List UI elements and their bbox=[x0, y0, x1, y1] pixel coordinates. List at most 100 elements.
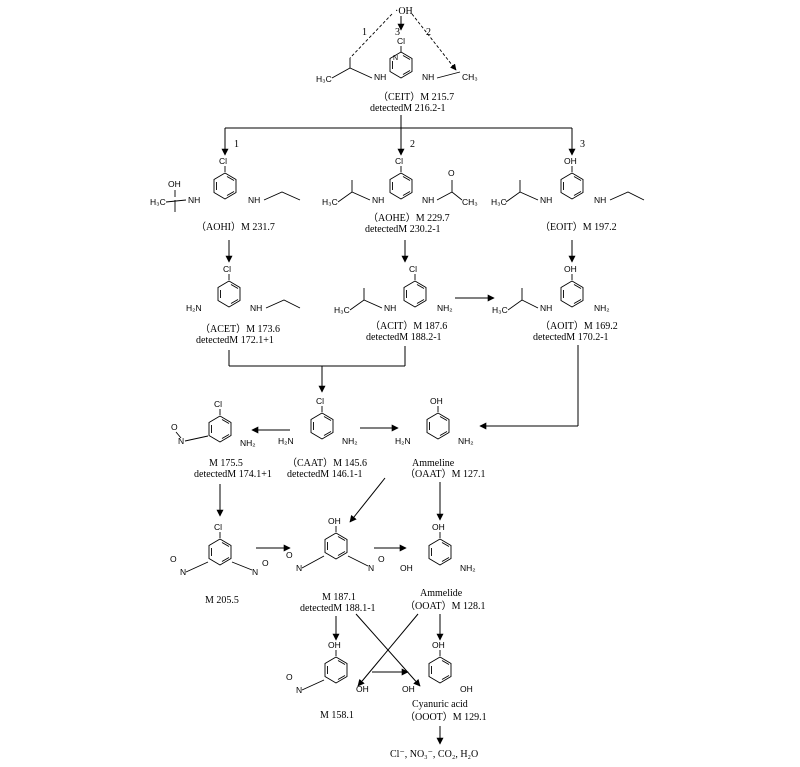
aohe-cl: Cl bbox=[395, 156, 403, 166]
dinitrocl-n2: N bbox=[252, 567, 258, 577]
aoit-molecule: OH H₃C NH NH₂ （AOIT）M 169.2 detectedM 17… bbox=[492, 264, 618, 343]
cyanuric-oh-right: OH bbox=[460, 684, 473, 694]
nitrooh-o: O bbox=[286, 672, 293, 682]
dinitrocl-n1: N bbox=[180, 567, 186, 577]
ammeline-nh2: NH₂ bbox=[458, 436, 474, 446]
nitrocl-n: N bbox=[178, 436, 184, 446]
aohe-name: （AOHE）M 229.7 bbox=[368, 212, 450, 224]
path-1-label: 1 bbox=[362, 27, 367, 38]
ceit-nh-left: NH bbox=[374, 72, 386, 82]
final-products: Cl⁻, NO₃⁻, CO₂, H₂O bbox=[390, 749, 478, 760]
nitrooh-oh-right: OH bbox=[356, 684, 369, 694]
dinitrooh-o2: O bbox=[378, 554, 385, 564]
aoit-name: （AOIT）M 169.2 bbox=[540, 320, 618, 332]
dinitrooh-n1: N bbox=[296, 563, 302, 573]
aohe-o: O bbox=[448, 168, 455, 178]
ammeline-mass: （OAAT）M 127.1 bbox=[405, 468, 486, 480]
ammelide-name: Ammelide bbox=[420, 588, 463, 599]
eoit-molecule: OH H₃C NH NH （EOIT）M 197.2 bbox=[491, 156, 645, 233]
attack-path-2 bbox=[411, 13, 457, 71]
nitrooh-n: N bbox=[296, 685, 302, 695]
nitrocl-detected: detectedM 174.1+1 bbox=[194, 469, 272, 480]
aoit-h3c: H₃C bbox=[492, 305, 508, 315]
aohi-h3c: H₃C bbox=[150, 197, 166, 207]
nitrocl-cl: Cl bbox=[214, 399, 222, 409]
ceit-nh-right: NH bbox=[422, 72, 434, 82]
dinitrocl-o1: O bbox=[170, 554, 177, 564]
acit-nh2: NH₂ bbox=[437, 303, 453, 313]
caat-molecule: Cl H₂N NH₂ （CAAT）M 145.6 detectedM 146.1… bbox=[278, 396, 367, 480]
aoit-nh2: NH₂ bbox=[594, 303, 610, 313]
acet-nh: NH bbox=[250, 303, 262, 313]
aoit-nh: NH bbox=[540, 303, 552, 313]
ammelide-molecule: OH OH NH₂ Ammelide （OOAT）M 128.1 bbox=[400, 522, 486, 612]
eoit-nh-left: NH bbox=[540, 195, 552, 205]
nitrooh-name: M 158.1 bbox=[320, 710, 354, 721]
cyanuric-oh-top: OH bbox=[432, 640, 445, 650]
caat-h2n: H₂N bbox=[278, 436, 294, 446]
aohe-molecule: Cl H₃C NH NH O CH₃ （AOHE）M 229.7 detecte… bbox=[322, 156, 478, 235]
eoit-h3c: H₃C bbox=[491, 197, 507, 207]
eoit-nh-right: NH bbox=[594, 195, 606, 205]
ammelide-oh-left: OH bbox=[400, 563, 413, 573]
dinitrocl-name: M 205.5 bbox=[205, 595, 239, 606]
ceit-ch3: CH₃ bbox=[462, 72, 478, 82]
nitro-hydroxy-molecule: OH O N OH M 158.1 bbox=[286, 640, 369, 721]
dinitrooh-name: M 187.1 bbox=[322, 592, 356, 603]
dinitro-hydroxy-molecule: OH O N N O M 187.1 detectedM 188.1-1 bbox=[286, 516, 385, 614]
dinitrooh-o1: O bbox=[286, 550, 293, 560]
ammelide-nh2: NH₂ bbox=[460, 563, 476, 573]
acet-name: （ACET）M 173.6 bbox=[200, 323, 280, 335]
caat-detected: detectedM 146.1-1 bbox=[287, 469, 363, 480]
dinitrooh-n2: N bbox=[368, 563, 374, 573]
dinitrocl-cl: Cl bbox=[214, 522, 222, 532]
eoit-name: （EOIT）M 197.2 bbox=[540, 221, 617, 233]
nitrocl-o: O bbox=[171, 422, 178, 432]
path-2-label: 2 bbox=[426, 27, 431, 38]
cyanuric-acid-molecule: OH OH OH Cyanuric acid （OOOT）M 129.1 bbox=[402, 640, 487, 723]
ammeline-name: Ammeline bbox=[412, 458, 455, 469]
aohe-nh-right: NH bbox=[422, 195, 434, 205]
ammelide-oh: OH bbox=[432, 522, 445, 532]
ring-n: N bbox=[393, 55, 398, 62]
ceit-h3c: H₃C bbox=[316, 74, 332, 84]
dinitrooh-detected: detectedM 188.1-1 bbox=[300, 603, 376, 614]
path-3-label: 3 bbox=[395, 27, 400, 38]
ammeline-h2n: H₂N bbox=[395, 436, 411, 446]
dinitrocl-o2: O bbox=[262, 558, 269, 568]
aoit-detected: detectedM 170.2-1 bbox=[533, 332, 609, 343]
aohi-cl: Cl bbox=[219, 156, 227, 166]
aohi-nh: NH bbox=[188, 195, 200, 205]
caat-name: （CAAT）M 145.6 bbox=[287, 457, 367, 469]
acet-detected: detectedM 172.1+1 bbox=[196, 335, 274, 346]
cyanuric-mass: （OOOT）M 129.1 bbox=[405, 711, 487, 723]
acit-detected: detectedM 188.2-1 bbox=[366, 332, 442, 343]
ceit-cl: Cl bbox=[397, 36, 405, 46]
caat-cl: Cl bbox=[316, 396, 324, 406]
cyanuric-oh-left: OH bbox=[402, 684, 415, 694]
nitrocl-nh2: NH₂ bbox=[240, 438, 256, 448]
acet-molecule: Cl H₂N NH （ACET）M 173.6 detectedM 172.1+… bbox=[186, 264, 301, 346]
aohi-molecule: Cl OH H₃C NH NH （AOHI）M 231.7 bbox=[150, 156, 301, 233]
nitrooh-oh: OH bbox=[328, 640, 341, 650]
ammelide-mass: （OOAT）M 128.1 bbox=[405, 600, 486, 612]
dinitrooh-oh: OH bbox=[328, 516, 341, 526]
acit-molecule: Cl H₃C NH NH₂ （ACIT）M 187.6 detectedM 18… bbox=[334, 264, 453, 343]
acit-h3c: H₃C bbox=[334, 305, 350, 315]
nitrocl-name: M 175.5 bbox=[209, 458, 243, 469]
acit-cl: Cl bbox=[409, 264, 417, 274]
cyanuric-name: Cyanuric acid bbox=[412, 699, 468, 710]
dinitro-chloro-molecule: Cl O N N O M 205.5 bbox=[170, 522, 269, 606]
acet-cl: Cl bbox=[223, 264, 231, 274]
aohe-h3c: H₃C bbox=[322, 197, 338, 207]
aohi-oh: OH bbox=[168, 179, 181, 189]
aohi-nh-right: NH bbox=[248, 195, 260, 205]
aoit-oh: OH bbox=[564, 264, 577, 274]
ceit-name: （CEIT）M 215.7 bbox=[378, 91, 454, 103]
aohe-ch3: CH₃ bbox=[462, 197, 478, 207]
caat-nh2: NH₂ bbox=[342, 436, 358, 446]
ceit-detected: detectedM 216.2-1 bbox=[370, 103, 446, 114]
acit-nh: NH bbox=[384, 303, 396, 313]
aohe-nh-left: NH bbox=[372, 195, 384, 205]
